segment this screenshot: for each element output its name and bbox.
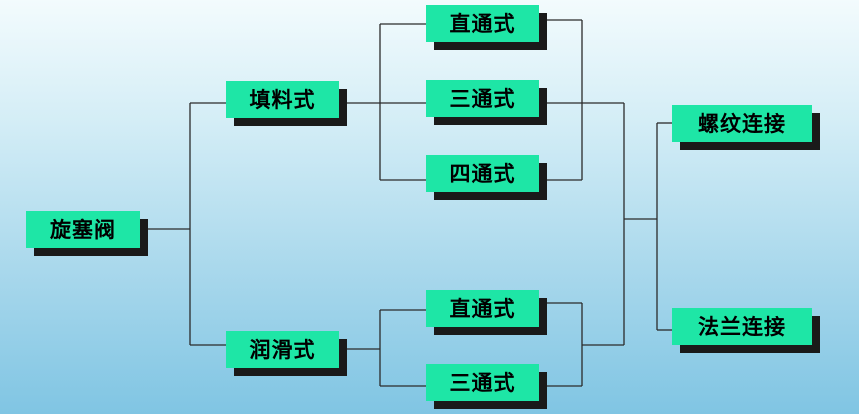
subtype-node-lubricated-three-way: 三通式: [426, 364, 539, 401]
type-node-lubricated: 润滑式: [226, 331, 339, 368]
subtype-node-packed-three-way: 三通式: [426, 80, 539, 117]
connection-node-threaded: 螺纹连接: [672, 105, 812, 142]
subtype-node-lubricated-straight: 直通式: [426, 290, 539, 327]
connection-node-flanged: 法兰连接: [672, 308, 812, 345]
subtype-node-packed-straight: 直通式: [426, 5, 539, 42]
root-node-plug-valve: 旋塞阀: [26, 211, 140, 248]
subtype-node-packed-four-way: 四通式: [426, 155, 539, 192]
type-node-packed: 填料式: [226, 81, 339, 118]
